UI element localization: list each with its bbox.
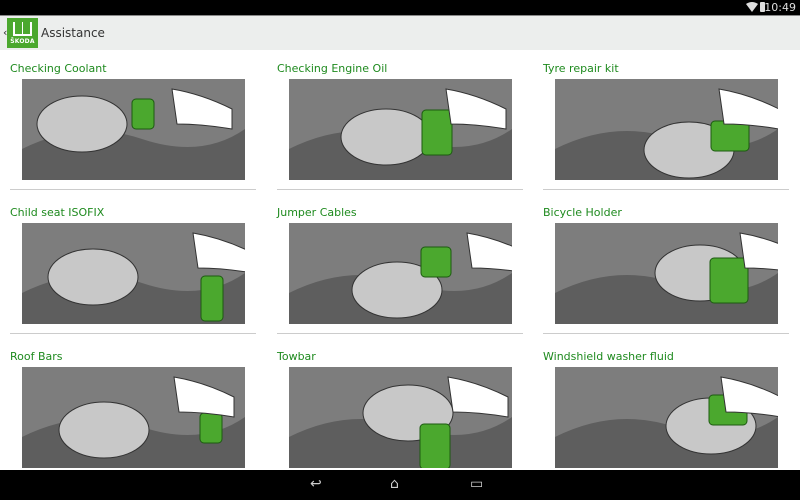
card-title: Roof Bars (10, 350, 63, 363)
back-button-icon[interactable]: ↩ (310, 476, 322, 492)
card-title: Bicycle Holder (543, 206, 622, 219)
card-towbar[interactable]: Towbar (277, 346, 523, 490)
illustration-washer-fluid (555, 367, 778, 468)
illustration-jumper-cables (289, 223, 512, 324)
illustration-roof-bars (22, 367, 245, 468)
page-title: Assistance (41, 26, 105, 40)
illustration-coolant (22, 79, 245, 180)
card-bicycle-holder[interactable]: Bicycle Holder (543, 202, 789, 346)
back-chevron-icon[interactable]: ‹ (3, 26, 8, 39)
card-title: Checking Engine Oil (277, 62, 388, 75)
battery-icon (760, 2, 765, 12)
card-title: Child seat ISOFIX (10, 206, 105, 219)
card-tyre-kit[interactable]: Tyre repair kit (543, 58, 789, 202)
home-button-icon[interactable]: ⌂ (390, 476, 399, 492)
card-title: Towbar (277, 350, 316, 363)
logo-text: ŠKODA (10, 38, 35, 45)
card-coolant[interactable]: Checking Coolant (10, 58, 256, 202)
navigation-bar: ↩ ⌂ ▭ (0, 470, 800, 500)
illustration-towbar (289, 367, 512, 468)
card-jumper-cables[interactable]: Jumper Cables (277, 202, 523, 346)
divider (277, 333, 523, 334)
clock: 10:49 (764, 1, 796, 14)
card-washer-fluid[interactable]: Windshield washer fluid (543, 346, 789, 490)
card-roof-bars[interactable]: Roof Bars (10, 346, 256, 490)
illustration-tyre-kit (555, 79, 778, 180)
recents-button-icon[interactable]: ▭ (470, 476, 484, 492)
illustration-isofix (22, 223, 245, 324)
illustration-bicycle-holder (555, 223, 778, 324)
book-icon (13, 22, 32, 36)
card-isofix[interactable]: Child seat ISOFIX (10, 202, 256, 346)
wifi-icon (746, 2, 758, 12)
card-engine-oil[interactable]: Checking Engine Oil (277, 58, 523, 202)
card-title: Checking Coolant (10, 62, 107, 75)
divider (543, 333, 789, 334)
divider (10, 333, 256, 334)
status-bar: 10:49 (0, 0, 800, 15)
divider (277, 189, 523, 190)
divider (543, 189, 789, 190)
illustration-engine-oil (289, 79, 512, 180)
card-title: Windshield washer fluid (543, 350, 674, 363)
divider (10, 189, 256, 190)
card-title: Tyre repair kit (543, 62, 619, 75)
app-bar: ‹ ŠKODA Assistance (0, 15, 800, 50)
skoda-logo[interactable]: ŠKODA (7, 18, 38, 48)
card-title: Jumper Cables (277, 206, 357, 219)
